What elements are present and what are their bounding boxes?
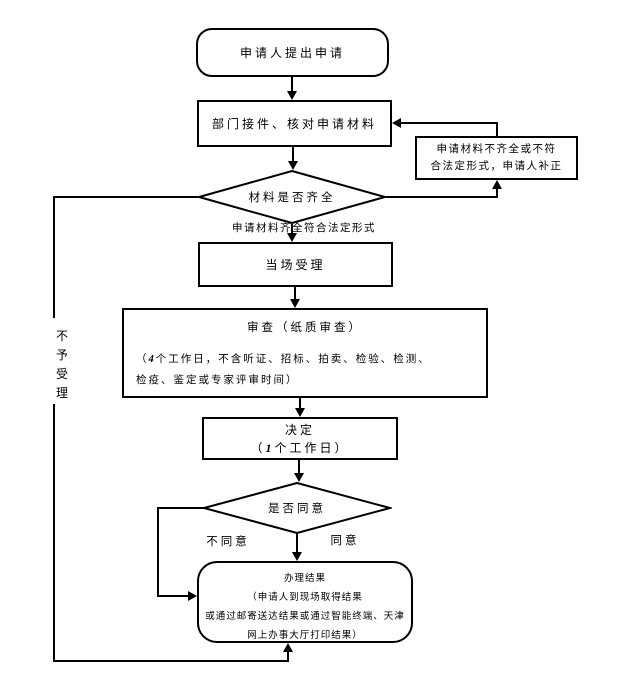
edge-label-materials-ok: 申请材料齐全符合法定形式: [232, 223, 376, 234]
edge-label-disagree: 不同意: [206, 536, 250, 548]
node-accept-label: 当场受理: [265, 258, 326, 272]
flow-line: [496, 123, 498, 137]
node-review-title: 审查（纸质审查）: [247, 322, 363, 334]
node-review-note: （4个工作日，不含听证、招标、拍卖、检验、检测、检疫、鉴定或专家评审时间）: [124, 349, 486, 391]
flow-line: [53, 196, 198, 198]
node-start: 申请人提出申请: [196, 28, 389, 77]
flow-line: [400, 122, 498, 124]
flow-line: [294, 287, 296, 300]
node-receive-label: 部门接件、核对申请材料: [211, 117, 377, 131]
arrow-down-icon: [295, 408, 305, 417]
flow-line: [157, 507, 205, 509]
node-supplement-line2: 合法定形式，申请人补正: [430, 161, 563, 172]
decision-materials-diamond: [197, 170, 387, 224]
decide-days: 1: [265, 440, 275, 455]
arrow-left-icon: [392, 118, 401, 128]
node-decide: 决定 （1个工作日）: [202, 417, 398, 460]
node-decide-line1: 决定: [284, 422, 315, 437]
flow-line: [298, 460, 300, 474]
flow-line: [157, 507, 159, 597]
flow-line: [291, 77, 293, 92]
node-receive: 部门接件、核对申请材料: [197, 100, 392, 147]
flow-line: [53, 196, 55, 318]
decision-agree-label: 是否同意: [268, 503, 326, 515]
node-review: 审查（纸质审查） （4个工作日，不含听证、招标、拍卖、检验、检测、检疫、鉴定或专…: [122, 308, 488, 398]
review-note-rest1: 个工作日，不含听证、招标、拍卖、检验、检测、: [155, 354, 431, 365]
decision-materials-label: 材料是否齐全: [248, 192, 336, 204]
arrow-down-icon: [294, 473, 304, 482]
review-note-open: （: [136, 354, 149, 365]
arrow-up-icon: [283, 643, 293, 652]
review-note-rest2: 检疫、鉴定或专家评审时间）: [136, 375, 299, 386]
arrow-right-icon: [188, 591, 197, 601]
review-note-days: 4: [148, 354, 156, 365]
flow-line: [287, 651, 289, 662]
decide-rest: 个工作日）: [274, 440, 350, 455]
node-result-line3: 或通过邮寄送达结果或通过智能终端、天津: [205, 612, 405, 622]
node-supplement: 申请材料不齐全或不符 合法定形式，申请人补正: [415, 136, 578, 180]
decide-open: （: [250, 440, 266, 455]
flow-line: [296, 533, 298, 553]
node-result: 办理结果 （申请人到现场取得结果 或通过邮寄送达结果或通过智能终端、天津 网上办…: [197, 561, 413, 643]
node-result-line2: （申请人到现场取得结果: [247, 593, 363, 603]
flow-line: [386, 196, 498, 198]
node-decide-line2: （1个工作日）: [250, 439, 349, 457]
arrow-down-icon: [287, 233, 297, 242]
edge-label-reject: 不予受理: [54, 327, 70, 403]
node-accept: 当场受理: [198, 242, 393, 287]
arrow-down-icon: [287, 91, 297, 100]
flow-line: [53, 404, 55, 662]
arrow-down-icon: [292, 552, 302, 561]
flow-line: [292, 147, 294, 162]
node-result-line1: 办理结果: [283, 574, 326, 584]
flow-line: [299, 398, 301, 409]
arrow-down-icon: [290, 299, 300, 308]
node-result-line4: 网上办事大厅打印结果）: [247, 631, 363, 641]
flow-line: [496, 187, 498, 198]
node-supplement-line1: 申请材料不齐全或不符: [436, 144, 557, 155]
arrow-up-icon: [492, 180, 502, 189]
flow-line: [157, 595, 189, 597]
node-start-label: 申请人提出申请: [239, 46, 345, 60]
flow-line: [53, 660, 289, 662]
edge-label-agree: 同意: [330, 535, 360, 547]
flow-line: [291, 224, 293, 234]
arrow-down-icon: [288, 161, 298, 170]
